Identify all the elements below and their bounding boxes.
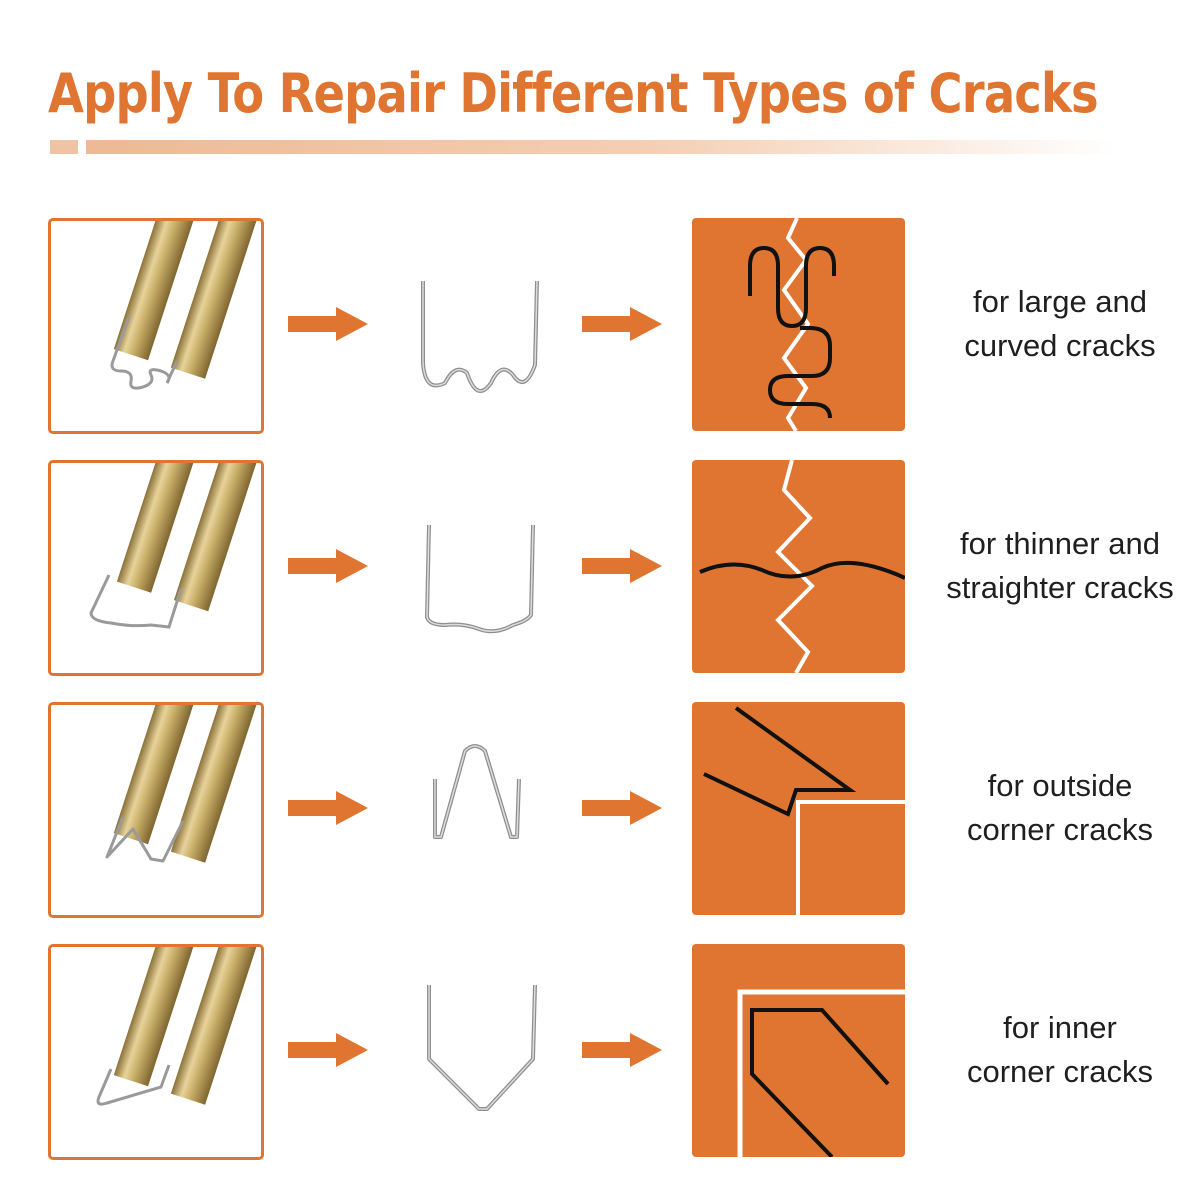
crack-description-line1: for inner [1003,1010,1117,1045]
staple-image [395,727,565,892]
crack-type-row-inner-corner: for inner corner cracks [0,944,1200,1160]
staple-image [395,243,565,408]
title-underline-short [50,140,78,154]
title-underline-gradient [86,140,1116,154]
tool-image-frame [48,702,264,918]
tool-image-frame [48,944,264,1160]
arrow-icon [288,791,368,825]
crack-description: for inner corner cracks [925,1006,1195,1094]
arrow-icon [582,307,662,341]
arrow-icon [582,1033,662,1067]
staple-image [395,969,565,1134]
crack-description-line2: curved cracks [964,328,1156,363]
crack-description-line2: straighter cracks [946,570,1174,605]
hot-stapler-m-staple-image [105,705,261,863]
outside-corner-crack-icon [692,702,905,915]
straight-crack-icon [692,460,905,673]
crack-description-line1: for thinner and [960,526,1160,561]
tool-image-frame [48,218,264,434]
hot-stapler-wave-staple-image [110,221,261,390]
arrow-icon [288,1033,368,1067]
curved-crack-icon [692,218,905,431]
inner-corner-crack-icon [692,944,905,1157]
crack-description-line2: corner cracks [966,812,1154,847]
hot-stapler-flat-staple-image [89,463,261,629]
crack-type-row-outside-corner: for outside corner cracks [0,702,1200,918]
crack-description-line2: corner cracks [966,1054,1154,1089]
crack-type-row-curved: for large and curved cracks [0,218,1200,434]
tool-image-frame [48,460,264,676]
crack-description: for large and curved cracks [925,280,1195,368]
staple-image [395,485,565,650]
crack-description-line1: for outside [987,768,1133,803]
hot-stapler-v-staple-image [96,947,261,1106]
crack-description: for thinner and straighter cracks [925,522,1195,610]
crack-description-line1: for large and [972,284,1148,319]
arrow-icon [288,549,368,583]
crack-type-row-straight: for thinner and straighter cracks [0,460,1200,676]
arrow-icon [582,791,662,825]
arrow-icon [288,307,368,341]
crack-description: for outside corner cracks [925,764,1195,852]
arrow-icon [582,549,662,583]
page-title: Apply To Repair Different Types of Crack… [48,62,1099,125]
